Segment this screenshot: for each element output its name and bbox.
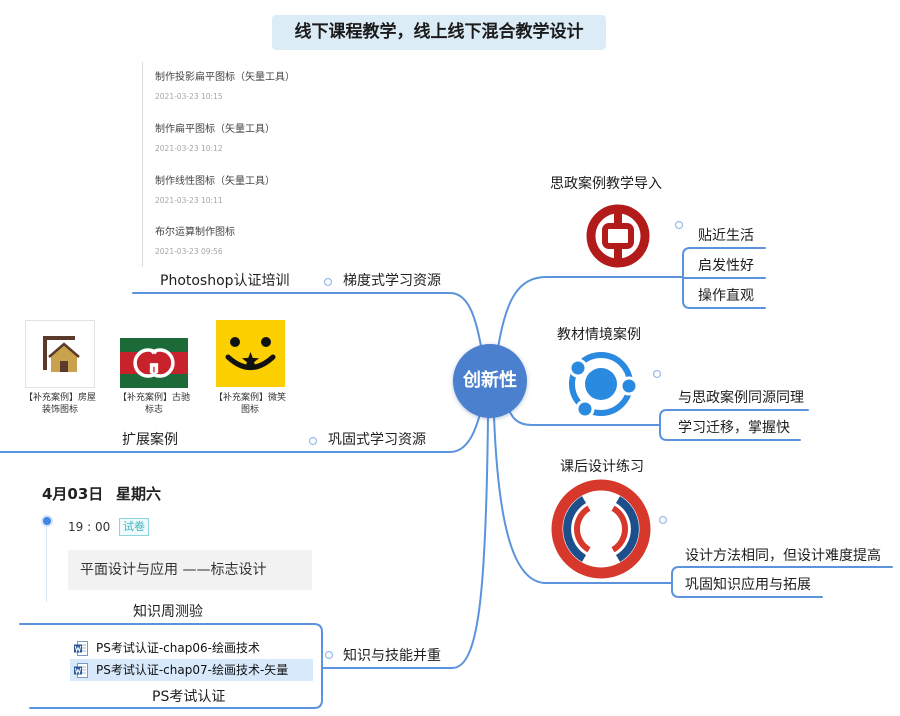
course-item-title: 制作投影扁平图标（矢量工具） [155, 72, 295, 83]
practice-collapse-toggle[interactable] [658, 515, 668, 525]
course-item-title: 制作线性图标（矢量工具） [155, 176, 275, 187]
gradient-branch-line [317, 292, 483, 353]
consolidate-collapse-toggle[interactable] [308, 436, 318, 446]
topic-ps-certification[interactable]: PS考试认证 [152, 689, 226, 705]
life-ring-logo[interactable] [551, 478, 651, 584]
textbook-bracket-line [659, 409, 809, 441]
course-item[interactable]: 制作线性图标（矢量工具） 2021-03-23 10:11 [155, 176, 275, 206]
gradient-collapse-toggle[interactable] [323, 277, 333, 287]
practice-branch-line [493, 415, 673, 584]
course-item-time: 2021-03-23 10:11 [155, 196, 223, 205]
house-decoration-icon[interactable] [25, 320, 95, 392]
point-close-to-life[interactable]: 贴近生活 [698, 228, 754, 244]
knowledge-bracket-line [19, 623, 323, 709]
topic-textbook-cases[interactable]: 教材情境案例 [557, 327, 641, 343]
point-intuitive[interactable]: 操作直观 [698, 288, 754, 304]
course-item-time: 2021-03-23 10:15 [155, 92, 223, 101]
quiz-timeline-dot [43, 517, 51, 525]
map-title[interactable]: 线下课程教学，线上线下混合教学设计 [272, 15, 606, 50]
case-caption: 【补充案例】古驰标志 [118, 393, 191, 415]
course-item-time: 2021-03-23 09:56 [155, 247, 223, 256]
file-name: PS考试认证-chap06-绘画技术 [96, 641, 260, 655]
topic-consolidate-resources[interactable]: 巩固式学习资源 [328, 432, 426, 448]
topic-weekly-quiz[interactable]: 知识周测验 [133, 604, 203, 620]
file-attachment[interactable]: PS考试认证-chap07-绘画技术-矢量 [70, 659, 313, 681]
point-same-origin[interactable]: 与思政案例同源同理 [678, 390, 804, 406]
course-item[interactable]: 制作投影扁平图标（矢量工具） 2021-03-23 10:15 [155, 72, 295, 102]
topic-after-class-practice[interactable]: 课后设计练习 [560, 459, 644, 475]
course-item-title: 布尔运算制作图标 [155, 227, 235, 238]
gucci-logo[interactable] [120, 338, 188, 392]
topic-gradient-resources[interactable]: 梯度式学习资源 [343, 273, 441, 289]
topic-ideology-cases[interactable]: 思政案例教学导入 [550, 176, 662, 192]
quiz-title: 平面设计与应用 ——标志设计 [80, 562, 267, 578]
case-caption: 【补充案例】房屋装饰图标 [24, 393, 97, 415]
point-inspiring[interactable]: 启发性好 [698, 258, 754, 274]
course-item[interactable]: 布尔运算制作图标 2021-03-23 09:56 [155, 227, 235, 257]
quiz-date: 4月03日 [42, 485, 104, 503]
ideology-bracket-line [682, 247, 766, 309]
ideology-branch-line [497, 276, 684, 349]
bank-of-china-logo[interactable] [583, 203, 653, 273]
word-document-icon [74, 663, 88, 678]
knowledge-collapse-toggle[interactable] [324, 650, 334, 660]
case-caption: 【补充案例】微笑图标 [214, 393, 287, 415]
ring-dots-logo[interactable] [563, 346, 639, 426]
word-document-icon [74, 641, 88, 656]
topic-extension-cases[interactable]: 扩展案例 [122, 432, 178, 448]
course-timeline [142, 62, 143, 267]
quiz-type-badge: 试卷 [119, 518, 149, 536]
practice-bracket-line [671, 566, 893, 598]
course-item-time: 2021-03-23 10:12 [155, 144, 223, 153]
quiz-timeline [46, 525, 47, 602]
point-apply-extend[interactable]: 巩固知识应用与拓展 [685, 577, 811, 593]
point-learning-transfer[interactable]: 学习迁移，掌握快 [678, 420, 790, 436]
knowledge-branch-line [321, 415, 489, 669]
file-attachment[interactable]: PS考试认证-chap06-绘画技术 [70, 637, 313, 659]
quiz-card[interactable]: 平面设计与应用 ——标志设计 [68, 550, 312, 590]
topic-photoshop-training[interactable]: Photoshop认证培训 [160, 273, 290, 289]
course-item[interactable]: 制作扁平图标（矢量工具） 2021-03-23 10:12 [155, 124, 275, 154]
smile-icon[interactable] [216, 320, 285, 391]
ideology-collapse-toggle[interactable] [674, 220, 684, 230]
quiz-time: 19 : 00 [68, 520, 111, 534]
central-topic[interactable]: 创新性 [453, 344, 527, 418]
textbook-collapse-toggle[interactable] [652, 369, 662, 379]
point-harder-design[interactable]: 设计方法相同，但设计难度提高 [685, 548, 881, 564]
course-item-title: 制作扁平图标（矢量工具） [155, 124, 275, 135]
file-name: PS考试认证-chap07-绘画技术-矢量 [96, 663, 289, 677]
quiz-weekday: 星期六 [116, 485, 162, 503]
topic-knowledge-skills[interactable]: 知识与技能并重 [343, 648, 441, 664]
